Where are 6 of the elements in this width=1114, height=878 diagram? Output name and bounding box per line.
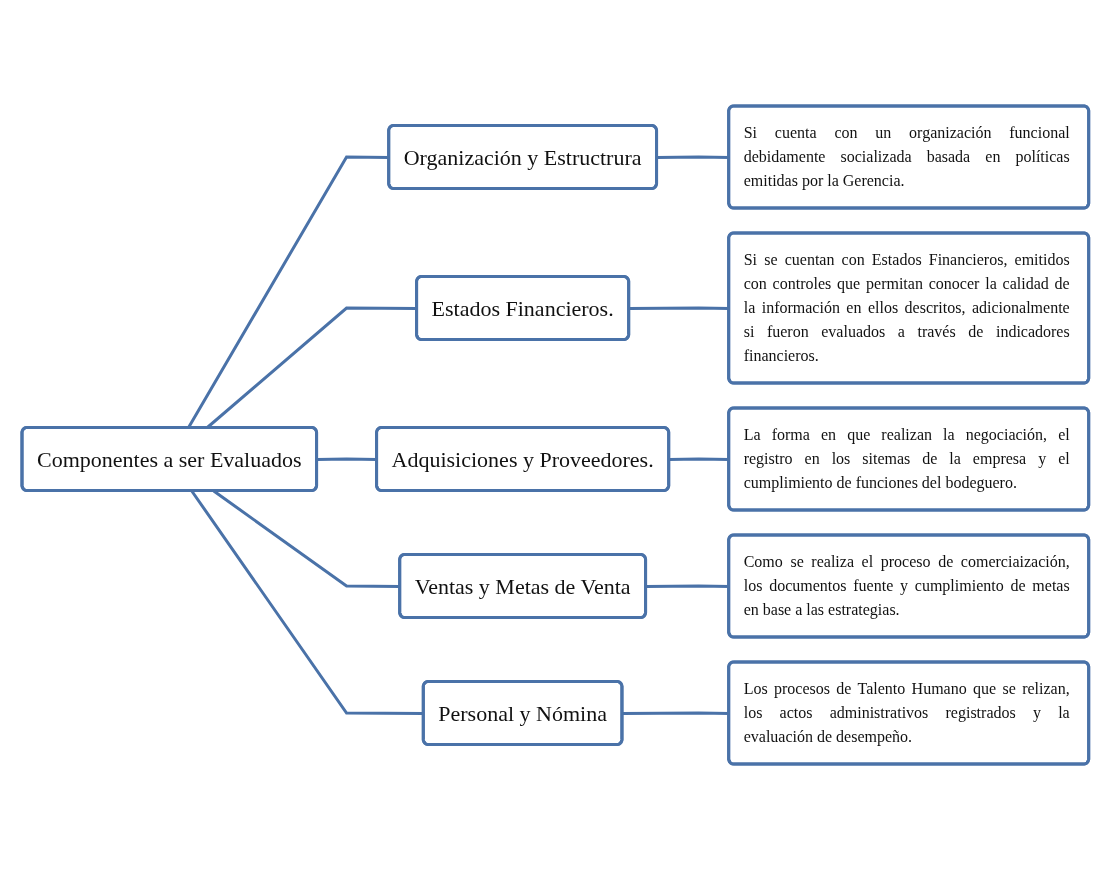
connector — [622, 711, 729, 715]
connector — [668, 457, 729, 461]
connector — [316, 457, 377, 461]
connector — [656, 155, 729, 159]
connector — [645, 584, 729, 588]
connector — [628, 306, 729, 310]
